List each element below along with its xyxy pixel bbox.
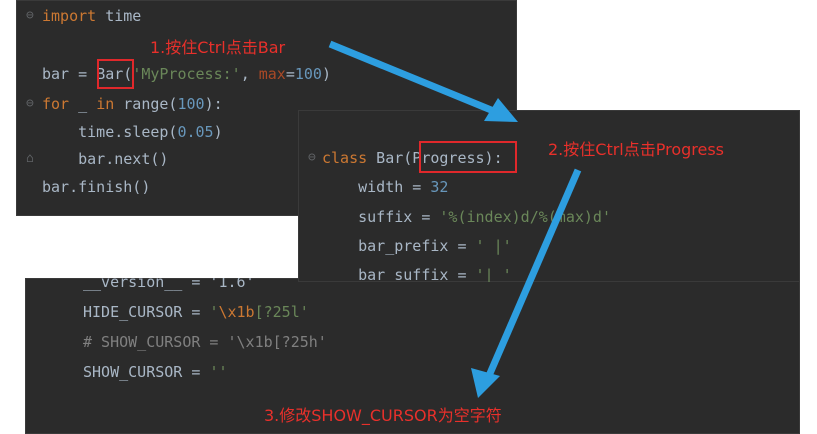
code-line-for: for _ in range(100): — [42, 95, 223, 113]
highlight-box-progress — [419, 141, 517, 173]
code-line-width: width = 32 — [322, 178, 449, 196]
fold-icon[interactable]: ⊖ — [26, 96, 34, 111]
highlight-box-bar — [97, 59, 134, 89]
annotation-step3: 3.修改SHOW_CURSOR为空字符 — [264, 406, 502, 425]
code-line-class-bar: class Bar(Progress): — [322, 149, 503, 167]
code-line-suffix: suffix = '%(index)d/%(max)d' — [322, 208, 611, 226]
code-line-version: __version__ = '1.6' — [83, 278, 255, 291]
arrow-step1 — [328, 40, 518, 122]
code-line-hide-cursor: HIDE_CURSOR = '\x1b[?25l' — [83, 303, 309, 321]
code-line-import: import time — [42, 7, 142, 25]
code-line-sleep: time.sleep(0.05) — [42, 123, 223, 141]
arrow-step2 — [471, 168, 582, 398]
progress-class-ref[interactable]: (Progress) — [403, 149, 494, 167]
code-line-show-cursor-comment: # SHOW_CURSOR = '\x1b[?25h' — [83, 333, 327, 351]
bar-class-ref[interactable]: Bar — [96, 65, 124, 83]
fold-icon[interactable]: ⌂ — [26, 151, 34, 166]
code-line-bar-assign: bar = Bar('MyProcess:', max=100) — [42, 65, 331, 83]
code-line-bar-suffix: bar_suffix = '| ' — [322, 266, 512, 282]
annotation-step2: 2.按住Ctrl点击Progress — [548, 140, 725, 159]
code-line-next: bar.next() — [42, 150, 169, 168]
fold-icon[interactable]: ⊖ — [26, 8, 34, 23]
code-line-finish: bar.finish() — [42, 178, 151, 196]
editor-panel-bottom: __version__ = '1.6' HIDE_CURSOR = '\x1b[… — [25, 278, 800, 434]
code-line-bar-prefix: bar_prefix = ' |' — [322, 237, 512, 255]
annotation-step1: 1.按住Ctrl点击Bar — [150, 38, 286, 57]
editor-panel-bar-class: ⊖ class Bar(Progress): width = 32 suffix… — [298, 110, 800, 282]
code-line-show-cursor: SHOW_CURSOR = '' — [83, 363, 228, 381]
fold-icon[interactable]: ⊖ — [308, 150, 316, 165]
